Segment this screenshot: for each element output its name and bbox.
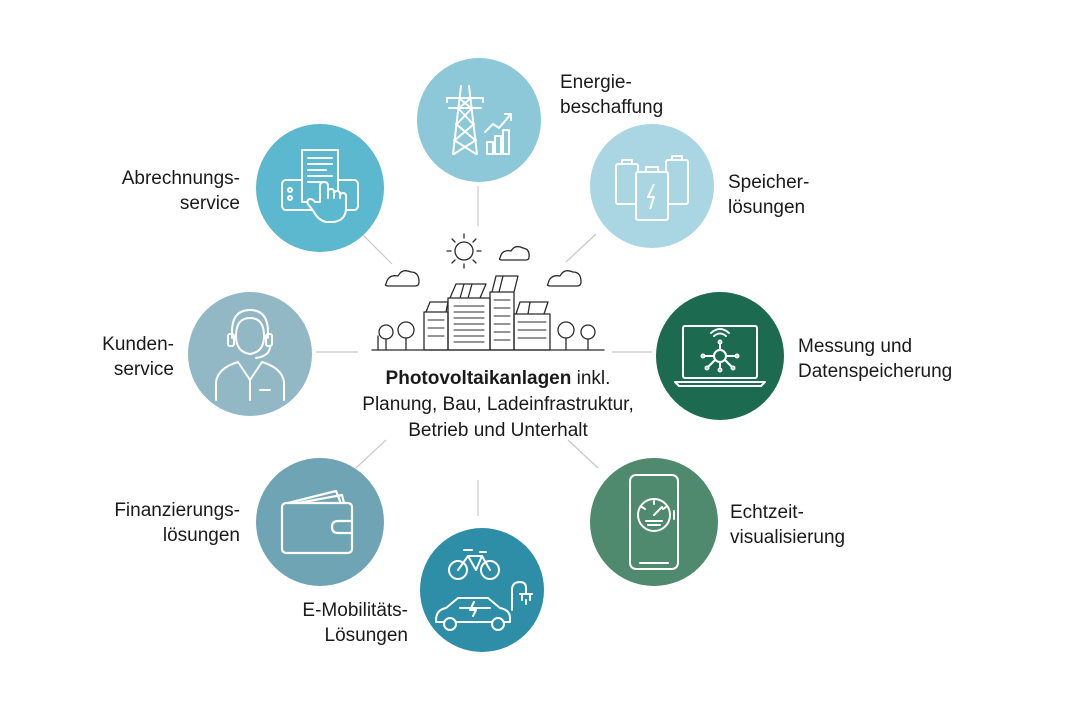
connector-speicher [565, 233, 597, 263]
connector-finanz [355, 439, 387, 469]
connector-echtzeit [567, 439, 599, 469]
center-line-3: Betrieb und Unterhalt [408, 420, 588, 441]
invoice-hand-icon [281, 149, 359, 223]
node-abrechnungsservice [256, 124, 384, 252]
laptop-meter-icon [674, 325, 766, 387]
label-echtzeitvisualisierung: Echtzeit- visualisierung [730, 502, 846, 548]
label-speicherloesungen: Speicher- lösungen [728, 172, 810, 218]
label-finanzierungsloesungen: Finanzierungs- lösungen [114, 500, 240, 546]
label-kundenservice: Kunden- service [102, 334, 174, 380]
connector-abrechnung [361, 233, 393, 265]
node-messung-datenspeicherung [656, 292, 784, 420]
center-line-2: Planung, Bau, Ladeinfrastruktur, [362, 394, 634, 415]
power-tower-icon [446, 85, 512, 155]
wallet-icon [280, 489, 354, 555]
node-speicherloesungen [590, 124, 714, 248]
ev-car-bike-icon [435, 549, 533, 631]
label-messung-datenspeicherung: Messung und Datenspeicherung [798, 336, 953, 382]
node-finanzierungsloesungen [256, 458, 384, 586]
center-title-rest: inkl. [571, 368, 611, 389]
center-title-bold: Photovoltaikanlagen [385, 368, 572, 389]
node-echtzeitvisualisierung [590, 458, 718, 586]
node-emobilitaet [420, 528, 544, 652]
battery-icon [615, 155, 689, 221]
solar-city-illustration [371, 233, 605, 351]
smartphone-gauge-icon [629, 474, 679, 570]
label-energiebeschaffung: Energie- beschaffung [560, 72, 664, 118]
center-description: Photovoltaikanlagen inkl. Planung, Bau, … [328, 366, 668, 444]
label-abrechnungsservice: Abrechnungs- service [121, 168, 240, 214]
node-kundenservice [188, 292, 312, 416]
node-energiebeschaffung [417, 58, 541, 182]
label-emobilitaet: E-Mobilitäts- Lösungen [302, 600, 408, 646]
headset-agent-icon [215, 309, 285, 401]
